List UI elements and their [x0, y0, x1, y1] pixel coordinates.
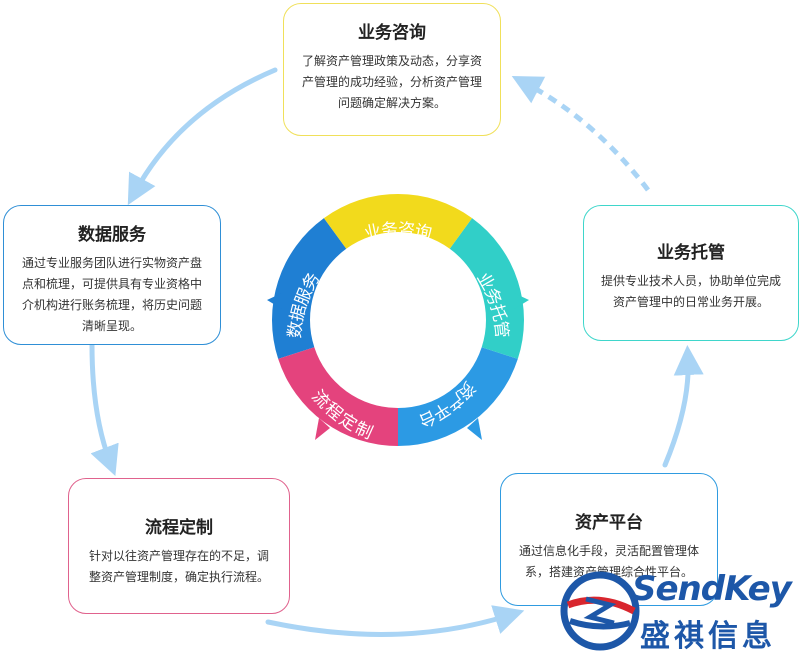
ring-segment — [323, 193, 473, 249]
box-description: 提供专业技术人员，协助单位完成 资产管理中的日常业务开展。 — [600, 274, 781, 309]
ring-notch-left — [267, 293, 282, 309]
box-description: 了解资产管理政策及动态，分享资 产管理的成功经验，分析资产管理 问题确定解决方案… — [301, 54, 482, 110]
arrow-data-to-process — [89, 342, 119, 477]
box-title: 业务咨询 — [358, 23, 426, 43]
box-title: 资产平台 — [575, 513, 643, 533]
ring-notch-top — [391, 200, 405, 214]
box-data-service: 数据服务 通过专业服务团队进行实物资产盘 点和梳理，可提供具有专业资格中 介机构… — [3, 205, 221, 345]
sendkey-logo: SendKey 盛祺信息 — [560, 563, 800, 657]
ring-segment — [278, 347, 398, 446]
flow-arrows — [89, 67, 704, 637]
box-description: 通过信息化手段，灵活配置管理体 系，搭建资产管理综合性平台。 — [518, 544, 699, 579]
box-description: 针对以往资产管理存在的不足，调 整资产管理制度，确定执行流程。 — [88, 549, 269, 584]
box-process-customization: 流程定制 针对以往资产管理存在的不足，调 整资产管理制度，确定执行流程。 — [68, 478, 290, 614]
ring-notch-bottom-left — [315, 418, 330, 440]
box-title: 数据服务 — [78, 225, 146, 245]
logo-text-en: SendKey — [632, 569, 792, 609]
box-title: 流程定制 — [145, 518, 213, 538]
arrow-hosting-to-consult — [511, 75, 650, 192]
box-business-hosting: 业务托管 提供专业技术人员，协助单位完成 资产管理中的日常业务开展。 — [583, 205, 799, 341]
box-description: 通过专业服务团队进行实物资产盘 点和梳理，可提供具有专业资格中 介机构进行账务梳… — [21, 256, 202, 333]
ring-segment — [449, 218, 525, 359]
logo-text-cn: 盛祺信息 — [640, 619, 776, 654]
ring-notch-right — [514, 293, 529, 309]
ring-segment — [272, 218, 347, 359]
box-title: 业务托管 — [657, 243, 725, 263]
arrow-consult-to-data — [127, 67, 278, 206]
ring-segment — [398, 347, 518, 446]
arrow-process-to-platform — [265, 605, 525, 637]
box-business-consulting: 业务咨询 了解资产管理政策及动态，分享资 产管理的成功经验，分析资产管理 问题确… — [283, 3, 501, 136]
ring-notch-bottom-right — [467, 418, 482, 440]
arrow-platform-to-hosting — [662, 345, 704, 468]
logo-globe-icon — [560, 571, 640, 651]
